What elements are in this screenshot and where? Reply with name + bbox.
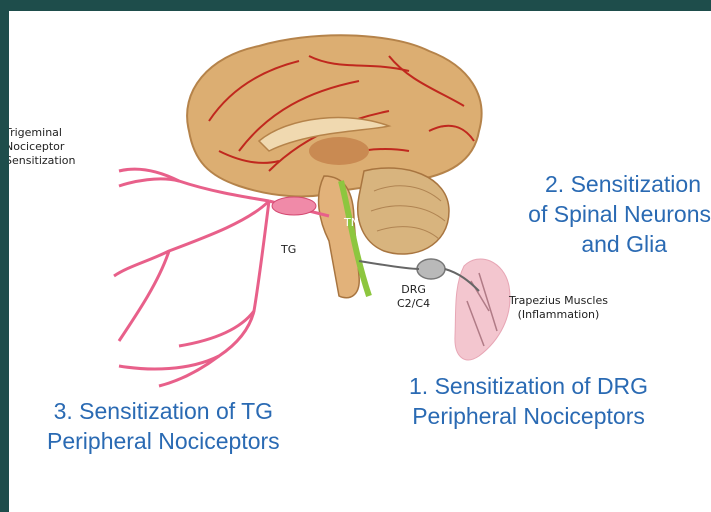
step1-label: 1. Sensitization of DRG Peripheral Nocic… (409, 371, 648, 431)
trigeminal-label: Trigeminal Nociceptor Sensitization (9, 126, 75, 168)
step3-line-1: 3. Sensitization of TG (47, 396, 280, 426)
trigeminal-line-2: Nociceptor (9, 140, 75, 154)
step3-label: 3. Sensitization of TG Peripheral Nocice… (47, 396, 280, 456)
drg-label: DRG C2/C4 (397, 283, 430, 311)
step2-label: 2. Sensitization of Spinal Neurons and G… (471, 169, 711, 259)
cerebrum (187, 35, 481, 196)
trigeminal-line-3: Sensitization (9, 154, 75, 168)
trapezius-line-2: (Inflammation) (509, 308, 608, 322)
trapezius-label: Trapezius Muscles (Inflammation) (509, 294, 608, 322)
drg-ganglion (417, 259, 445, 279)
step3-line-2: Peripheral Nociceptors (47, 426, 280, 456)
tg-label: TG (281, 243, 296, 257)
tg-ganglion (272, 197, 316, 215)
tn-label: TN (344, 216, 359, 230)
drg-line-1: DRG (397, 283, 430, 297)
trapezius-line-1: Trapezius Muscles (509, 294, 608, 308)
step2-line-3: and Glia (471, 229, 711, 259)
trigeminal-line-1: Trigeminal (9, 126, 75, 140)
diagram-canvas: Trigeminal Nociceptor Sensitization TG T… (9, 11, 711, 512)
drg-line-2: C2/C4 (397, 297, 430, 311)
trapezius-muscle (455, 259, 510, 360)
step2-line-1: 2. Sensitization (471, 169, 711, 199)
step1-line-1: 1. Sensitization of DRG (409, 371, 648, 401)
step1-line-2: Peripheral Nociceptors (409, 401, 648, 431)
step2-line-2: of Spinal Neurons (471, 199, 711, 229)
